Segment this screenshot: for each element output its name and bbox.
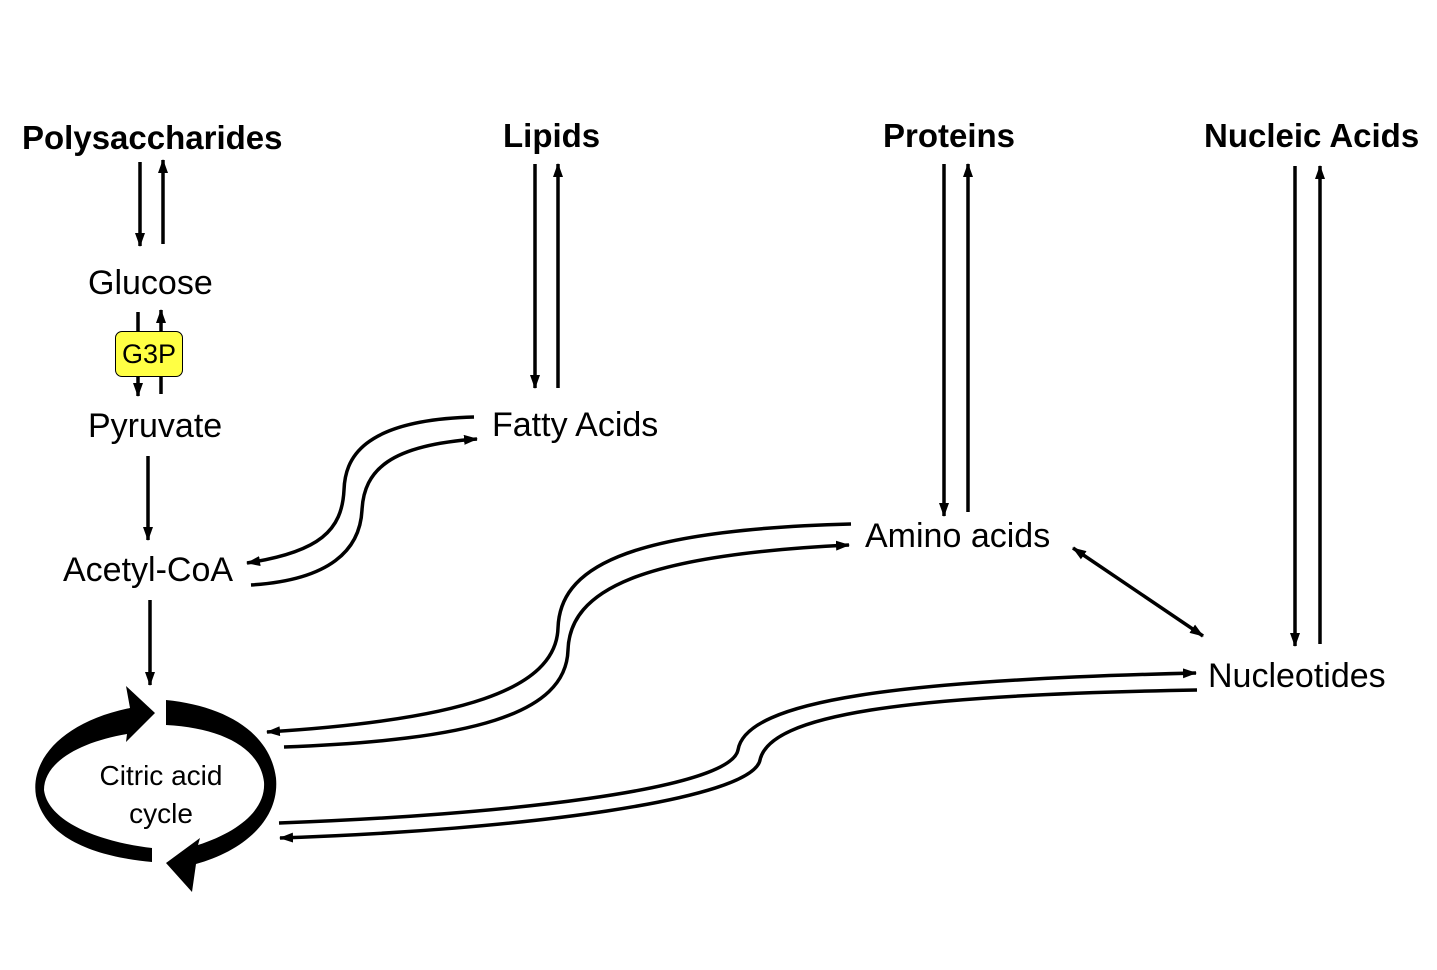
label-amino-acids: Amino acids bbox=[865, 517, 1051, 555]
arrow-amino-acids-to-cycle bbox=[266, 522, 852, 737]
label-nucleic-acids: Nucleic Acids bbox=[1204, 117, 1420, 154]
arrow-nucleotides-to-cycle bbox=[279, 688, 1198, 843]
arrow-acetyl-coa-to-fatty-acids bbox=[250, 434, 478, 587]
arrow-cycle-to-amino-acids bbox=[283, 540, 850, 749]
g3p-badge: G3P bbox=[115, 331, 183, 377]
arrow-cycle-to-nucleotides bbox=[278, 668, 1197, 825]
label-lipids: Lipids bbox=[503, 117, 601, 154]
cycle-arrow-top-left bbox=[35, 686, 156, 862]
cycle-label-line2: cycle bbox=[129, 798, 193, 829]
label-proteins: Proteins bbox=[883, 117, 1016, 154]
citric-acid-cycle-label: Citric acid cycle bbox=[70, 757, 252, 833]
arrow-amino-acids-nucleotides bbox=[1072, 546, 1204, 638]
cycle-arrow-right bbox=[166, 700, 277, 892]
label-fatty-acids: Fatty Acids bbox=[492, 406, 659, 444]
label-glucose: Glucose bbox=[88, 264, 213, 302]
citric-cycle-arrows bbox=[35, 686, 277, 892]
cycle-label-line1: Citric acid bbox=[99, 760, 223, 791]
arrow-fatty-acids-to-acetyl-coa bbox=[246, 415, 475, 567]
label-polysaccharides: Polysaccharides bbox=[22, 119, 283, 156]
label-acetyl-coa: Acetyl-CoA bbox=[63, 551, 234, 589]
label-nucleotides: Nucleotides bbox=[1208, 657, 1386, 695]
label-pyruvate: Pyruvate bbox=[88, 407, 223, 445]
